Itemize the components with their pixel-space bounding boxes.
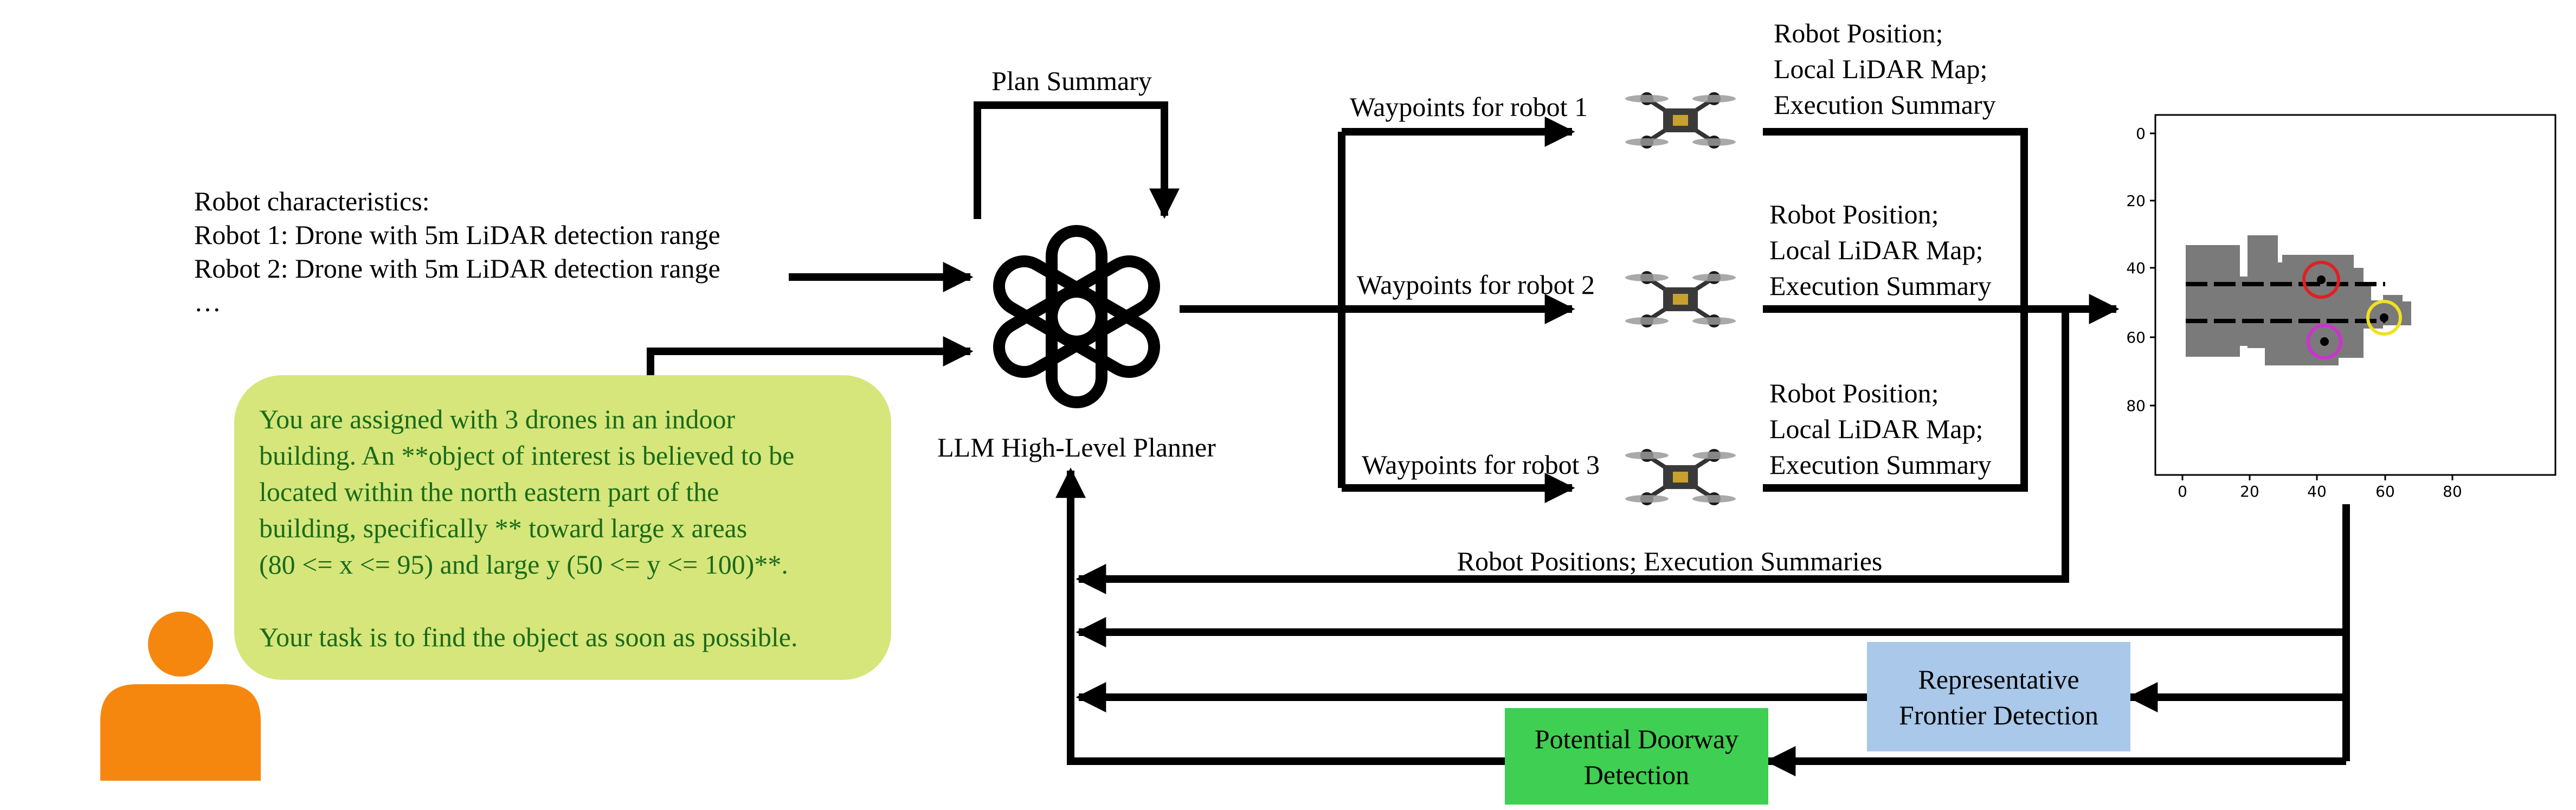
doorway-line: Detection <box>1584 760 1689 790</box>
prompt-line: building, specifically ** toward large x… <box>259 513 747 543</box>
y-tick-label: 40 <box>2126 259 2146 277</box>
plan-summary-label: Plan Summary <box>991 66 1152 96</box>
y-tick-label: 20 <box>2126 192 2146 210</box>
feedback-label-robot-1: Robot Position; Local LiDAR Map; Executi… <box>1774 18 1996 120</box>
lidar-occupancy-map: 0 20 40 60 80 0 20 40 60 80 <box>2126 114 2556 500</box>
feedback-line: Robot Position; <box>1769 199 1939 229</box>
plan-summary-loop-arrow <box>974 101 1180 219</box>
waypoints-label-robot-3: Waypoints for robot 3 <box>1362 449 1600 480</box>
feedback-line: Execution Summary <box>1769 271 1992 301</box>
prompt-line: Your task is to find the object as soon … <box>259 622 797 652</box>
y-tick-label: 80 <box>2126 397 2146 415</box>
feedback-label-robot-3: Robot Position; Local LiDAR Map; Executi… <box>1769 378 1992 480</box>
robot-characteristics-heading: Robot characteristics: <box>194 186 430 216</box>
frontier-line: Frontier Detection <box>1899 700 2098 730</box>
planner-label: LLM High-Level Planner <box>937 432 1216 462</box>
prompt-line: (80 <= x <= 95) and large y (50 <= y <= … <box>259 549 788 580</box>
positions-summaries-feedback-arrow <box>1076 309 2069 594</box>
robot-characteristics: Robot characteristics: Robot 1: Drone wi… <box>194 186 720 317</box>
waypoints-label-robot-2: Waypoints for robot 2 <box>1357 269 1595 300</box>
robot-position-dot <box>2380 313 2388 322</box>
openai-knot-logo-icon <box>993 225 1160 408</box>
y-tick-label: 60 <box>2126 329 2146 346</box>
map-x-axis: 0 20 40 60 80 <box>2178 475 2462 500</box>
feedback-line: Local LiDAR Map; <box>1774 54 1987 84</box>
x-tick-label: 80 <box>2443 483 2462 500</box>
prompt-to-planner-arrow <box>647 336 974 375</box>
feedback-line: Local LiDAR Map; <box>1769 235 1983 265</box>
x-tick-label: 0 <box>2178 483 2187 500</box>
quadcopter-drone-icon <box>1625 92 1736 149</box>
quadcopter-drone-icon <box>1625 271 1736 327</box>
feedback-bus-label: Robot Positions; Execution Summaries <box>1457 546 1883 576</box>
robot-characteristics-robot-2: Robot 2: Drone with 5m LiDAR detection r… <box>194 253 720 284</box>
frontier-line: Representative <box>1918 664 2079 695</box>
robot-position-marker <box>2366 300 2402 336</box>
robot-position-marker <box>2302 261 2340 299</box>
x-tick-label: 40 <box>2307 483 2327 500</box>
person-silhouette-icon <box>100 612 261 781</box>
prompt-text: You are assigned with 3 drones in an ind… <box>259 404 797 652</box>
feedback-line: Execution Summary <box>1769 449 1992 480</box>
feedback-line: Execution Summary <box>1774 89 1996 120</box>
feedback-label-robot-2: Robot Position; Local LiDAR Map; Executi… <box>1769 199 1992 301</box>
prompt-line: building. An **object of interest is bel… <box>259 440 794 471</box>
x-tick-label: 20 <box>2240 483 2259 500</box>
feedback-line: Robot Position; <box>1774 18 1943 48</box>
robot-characteristics-robot-1: Robot 1: Drone with 5m LiDAR detection r… <box>194 220 720 250</box>
robot-position-marker <box>2307 324 2342 359</box>
robot-position-dot <box>2317 275 2326 284</box>
prompt-line: You are assigned with 3 drones in an ind… <box>259 404 735 434</box>
doorway-line: Potential Doorway <box>1535 724 1738 754</box>
feedback-line: Local LiDAR Map; <box>1769 414 1983 444</box>
frontier-detection-box <box>1867 642 2130 751</box>
y-tick-label: 0 <box>2136 125 2146 143</box>
x-tick-label: 60 <box>2375 483 2395 500</box>
quadcopter-drone-icon <box>1625 449 1736 505</box>
doorway-detection-box <box>1505 708 1768 805</box>
doorway-to-planner-arrow <box>1055 467 1505 765</box>
waypoints-label-robot-1: Waypoints for robot 1 <box>1350 92 1588 122</box>
robot-characteristics-ellipsis: … <box>194 287 221 317</box>
map-y-axis: 0 20 40 60 80 <box>2126 125 2155 415</box>
feedback-line: Robot Position; <box>1769 378 1939 408</box>
prompt-line: located within the north eastern part of… <box>259 477 719 507</box>
prompt-bubble <box>234 375 891 680</box>
map-occupied-region <box>2186 235 2411 365</box>
robot-position-dot <box>2320 337 2329 346</box>
